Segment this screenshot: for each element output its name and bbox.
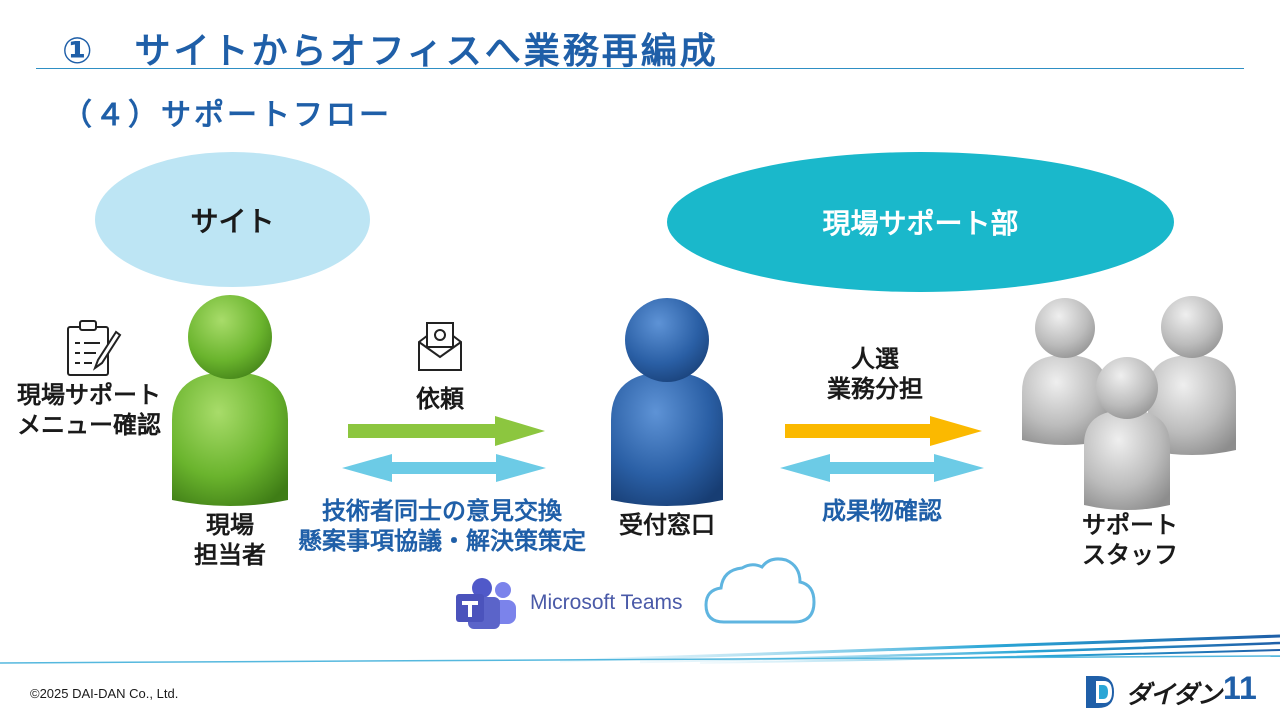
support-staff-line2: スタッフ xyxy=(1082,541,1178,569)
page-subtitle: （４）サポートフロー xyxy=(62,98,392,133)
confirm-label: 成果物確認 xyxy=(822,497,942,525)
exchange-label: 技術者同士の意見交換 懸案事項協議・解決策策定 xyxy=(282,496,602,556)
support-staff-figures xyxy=(1022,296,1236,510)
assign-line1: 人選 xyxy=(851,345,899,373)
menu-check-line2: メニュー確認 xyxy=(17,411,161,439)
reception-label: 受付窓口 xyxy=(619,511,715,539)
request-arrow xyxy=(348,416,545,446)
site-manager-line2: 担当者 xyxy=(194,541,266,569)
site-manager-figure xyxy=(172,295,288,506)
daidan-logo-icon xyxy=(1086,676,1114,708)
page-title: ① サイトからオフィスへ業務再編成 xyxy=(62,31,719,72)
teams-logo-icon xyxy=(456,578,516,629)
cloud-icon xyxy=(704,557,816,624)
support-staff-label: サポート スタッフ xyxy=(1060,510,1200,570)
exchange-double-arrow xyxy=(342,454,546,482)
site-manager-line1: 現場 xyxy=(206,511,254,539)
support-dept-ellipse: 現場サポート部 xyxy=(667,152,1174,292)
menu-check-label: 現場サポート メニュー確認 xyxy=(8,380,170,440)
confirm-double-arrow xyxy=(780,454,984,482)
assign-line2: 業務分担 xyxy=(827,375,923,403)
mail-envelope-icon xyxy=(418,322,462,371)
support-staff-line1: サポート xyxy=(1082,511,1178,539)
page-number: 11 xyxy=(1223,670,1257,706)
reception-figure xyxy=(611,298,723,506)
footer-wave-decoration xyxy=(0,634,1280,664)
menu-check-line1: 現場サポート xyxy=(17,381,161,409)
exchange-line1: 技術者同士の意見交換 xyxy=(322,497,562,525)
assign-label: 人選 業務分担 xyxy=(800,344,950,404)
request-label: 依頼 xyxy=(416,385,464,413)
clipboard-checklist-icon xyxy=(67,320,122,376)
site-manager-label: 現場 担当者 xyxy=(170,510,290,570)
assign-arrow xyxy=(785,416,982,446)
support-dept-label: 現場サポート部 xyxy=(822,207,1019,240)
site-group-ellipse: サイト xyxy=(95,152,370,287)
company-logo-text: ダイダン xyxy=(1126,680,1222,709)
copyright-text: ©2025 DAI-DAN Co., Ltd. xyxy=(30,686,179,701)
exchange-line2: 懸案事項協議・解決策策定 xyxy=(298,527,586,555)
teams-label: Microsoft Teams xyxy=(530,591,683,614)
title-divider xyxy=(36,68,1244,69)
site-group-label: サイト xyxy=(190,204,275,238)
